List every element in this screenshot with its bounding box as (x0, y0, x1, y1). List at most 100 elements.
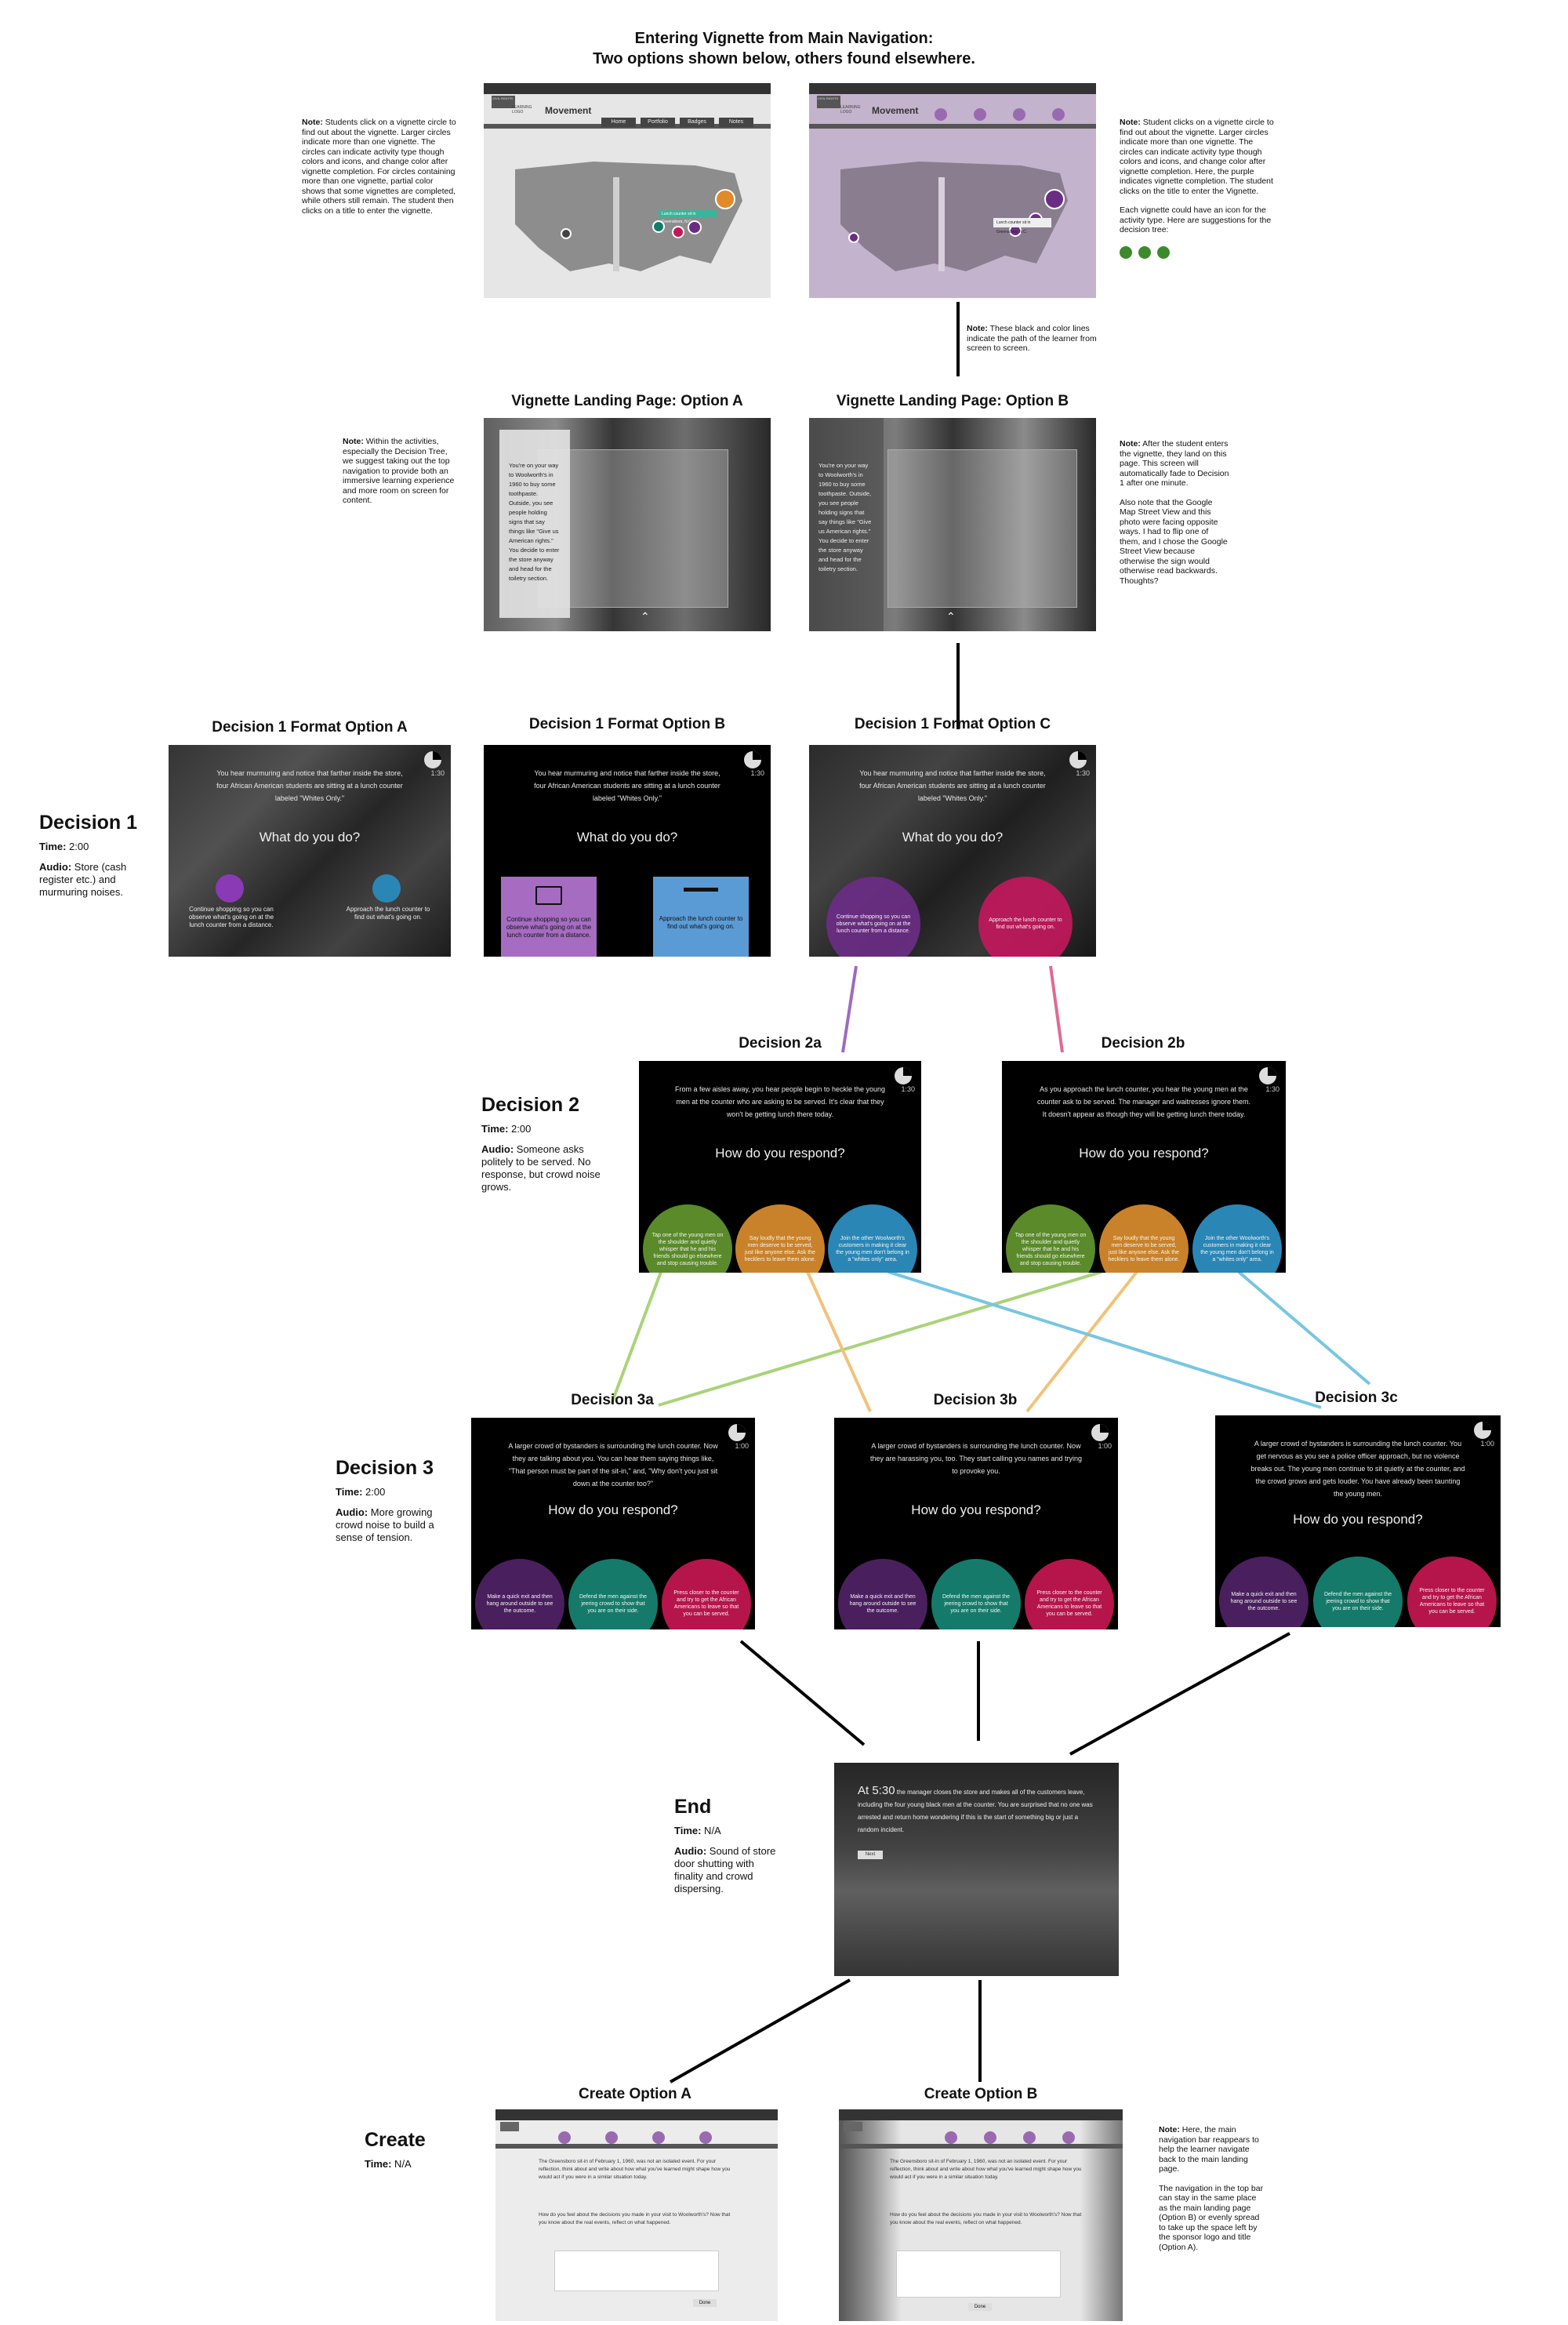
choice-2-text: Approach the lunch counter to find out w… (659, 915, 743, 930)
reflection-textarea[interactable] (896, 2251, 1061, 2298)
vignette-circle-icon[interactable] (848, 232, 859, 243)
notes-icon[interactable] (1052, 108, 1065, 121)
landing-card: You're on your way to Woolworth's in 196… (499, 430, 570, 618)
landing-note-right: Note: After the student enters the vigne… (1120, 439, 1229, 586)
choice-1-circle[interactable]: Continue shopping so you can observe wha… (826, 877, 920, 957)
reflection-textarea[interactable] (554, 2251, 719, 2291)
nav-home-button[interactable]: Home (601, 118, 636, 127)
decision1-label: Decision 1 (39, 812, 138, 834)
choice-1-text[interactable]: Continue shopping so you can observe wha… (188, 906, 274, 928)
decision1-option-b-title: Decision 1 Format Option B (528, 716, 726, 732)
decision2b-screen: 1:30 As you approach the lunch counter, … (1002, 1061, 1286, 1273)
choice-2-text[interactable]: Approach the lunch counter to find out w… (346, 906, 430, 921)
scenario-text: A larger crowd of bystanders is surround… (508, 1442, 718, 1488)
home-icon[interactable] (558, 2131, 571, 2144)
nav-note-left: Note: Students click on a vignette circl… (302, 118, 456, 216)
portfolio-icon[interactable] (984, 2131, 996, 2144)
decision1-meta: Decision 1 Time: 2:00 Audio: Store (cash… (39, 812, 157, 899)
choice-3-circle[interactable]: Join the other Woolworth's customers in … (828, 1204, 917, 1273)
timer-text: 1:30 (1076, 769, 1090, 777)
choice-3-circle[interactable]: Press closer to the counter and try to g… (1025, 1559, 1114, 1629)
question-text: What do you do? (259, 830, 361, 845)
choice-3-circle[interactable]: Join the other Woolworth's customers in … (1192, 1204, 1282, 1273)
lunch-counter-icon (1138, 245, 1151, 259)
vignette-circle-icon[interactable] (652, 220, 665, 233)
end-photo (834, 1763, 1119, 1976)
choice-3-circle[interactable]: Press closer to the counter and try to g… (1407, 1557, 1497, 1627)
chevron-up-icon[interactable]: ⌃ (946, 610, 956, 623)
vignette-circle-icon[interactable] (715, 189, 735, 209)
site-title[interactable]: Movement (545, 105, 592, 116)
choice-2-circle[interactable]: Say loudly that the young men deserve to… (1099, 1204, 1189, 1273)
site-title[interactable]: Movement (872, 105, 919, 116)
create-body-text: The Greensboro sit-in of February 1, 196… (890, 2159, 1082, 2180)
nav-portfolio-button[interactable]: Portfolio (641, 118, 675, 127)
badges-icon[interactable] (652, 2131, 665, 2144)
home-icon[interactable] (935, 108, 947, 121)
choice-2-circle[interactable]: Say loudly that the young men deserve to… (735, 1204, 825, 1273)
logo[interactable] (500, 2122, 519, 2131)
vignette-circle-icon[interactable] (561, 228, 572, 239)
photo-overlay (539, 449, 728, 608)
scenario-text: You hear murmuring and notice that farth… (216, 769, 403, 802)
nav-badges-button[interactable]: Badges (680, 118, 714, 127)
timer-text: 1:30 (1265, 1085, 1279, 1093)
decision3c-screen: 1:00 A larger crowd of bystanders is sur… (1215, 1415, 1501, 1627)
portfolio-icon[interactable] (974, 108, 986, 121)
timer-icon (1091, 1424, 1109, 1441)
home-icon[interactable] (945, 2131, 957, 2144)
decision2b-title: Decision 2b (1101, 1035, 1185, 1052)
decision2-meta: Decision 2 Time: 2:00 Audio: Someone ask… (481, 1094, 607, 1193)
choice-2-button[interactable]: Approach the lunch counter to find out w… (653, 877, 749, 957)
vignette-circle-icon[interactable] (1044, 189, 1065, 209)
notes-icon[interactable] (699, 2131, 712, 2144)
timer-text: 1:00 (1098, 1442, 1112, 1450)
nav-notes-button[interactable]: Notes (719, 118, 753, 127)
notes-icon[interactable] (1062, 2131, 1075, 2144)
chevron-up-icon[interactable]: ⌃ (641, 610, 650, 623)
choice-1-circle[interactable]: Make a quick exit and then hang around o… (1219, 1557, 1308, 1627)
done-button[interactable]: Done (693, 2299, 717, 2307)
decision2a-screen: 1:30 From a few aisles away, you hear pe… (639, 1061, 921, 1273)
timer-icon (895, 1067, 912, 1084)
choice-1-circle[interactable]: Make a quick exit and then hang around o… (838, 1559, 927, 1629)
decision3a-title: Decision 3a (571, 1392, 654, 1408)
choice-3-circle[interactable]: Press closer to the counter and try to g… (662, 1559, 751, 1629)
next-button[interactable]: Next (858, 1851, 883, 1859)
timer-text: 1:30 (750, 769, 764, 777)
timer-text: 1:00 (735, 1442, 749, 1450)
path-note: Note: These black and color lines indica… (967, 324, 1097, 353)
create-prompt-text: How do you feel about the decisions you … (890, 2212, 1082, 2225)
decision3c-title: Decision 3c (1315, 1390, 1398, 1406)
cart-icon[interactable] (216, 874, 244, 903)
badges-icon[interactable] (1023, 2131, 1036, 2144)
page-header: Entering Vignette from Main Navigation: … (510, 28, 1058, 69)
landing-note-left: Note: Within the activities, especially … (343, 437, 455, 505)
question-text: How do you respond? (911, 1502, 1041, 1517)
choice-2-circle[interactable]: Approach the lunch counter to find out w… (978, 877, 1073, 957)
choice-2-circle[interactable]: Defend the men against the jeering crowd… (568, 1559, 658, 1629)
portfolio-icon[interactable] (605, 2131, 618, 2144)
decision-icon (1157, 245, 1170, 259)
timer-icon (1069, 751, 1087, 768)
end-label: End (674, 1796, 712, 1818)
choice-1-circle[interactable]: Make a quick exit and then hang around o… (475, 1559, 564, 1629)
map-callout[interactable]: Lunch counter sit in Greensboro, N.C. (659, 210, 717, 224)
lunch-counter-icon[interactable] (372, 874, 401, 903)
choice-2-circle[interactable]: Defend the men against the jeering crowd… (1313, 1557, 1403, 1627)
choice-1-button[interactable]: Continue shopping so you can observe wha… (501, 877, 597, 957)
choice-1-circle[interactable]: Tap one of the young men on the shoulder… (1006, 1204, 1095, 1273)
logo[interactable]: CIVIL RIGHTS (817, 96, 840, 108)
logo[interactable]: CIVIL RIGHTS (492, 96, 515, 108)
map-callout[interactable]: Lunch counter sit in Greensboro, N.C. (993, 218, 1051, 234)
decision1-option-c-title: Decision 1 Format Option C (854, 716, 1051, 732)
badges-icon[interactable] (1013, 108, 1025, 121)
choice-1-circle[interactable]: Tap one of the young men on the shoulder… (643, 1204, 732, 1273)
logo[interactable] (844, 2122, 862, 2131)
choice-2-circle[interactable]: Defend the men against the jeering crowd… (931, 1559, 1021, 1629)
decision3b-title: Decision 3b (933, 1392, 1018, 1408)
done-button[interactable]: Done (968, 2303, 992, 2311)
vignette-circle-icon[interactable] (672, 226, 684, 238)
photo-overlay (887, 449, 1077, 608)
vignette-circle-icon[interactable] (688, 220, 702, 234)
